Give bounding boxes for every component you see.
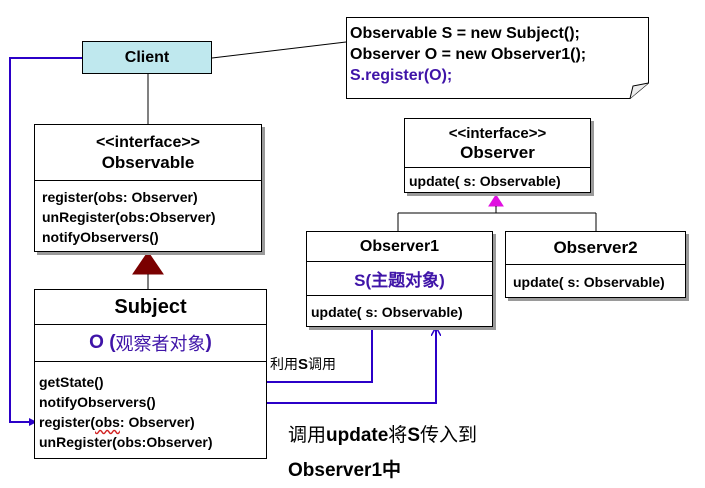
subject-methods-box: getState() notifyObservers() register(ob… — [34, 361, 267, 459]
subject-attribute-main: O ( — [89, 332, 116, 353]
client-box: Client — [82, 41, 212, 74]
call-annotation-s: S — [298, 356, 309, 373]
observer2-method: update( s: Observable) — [513, 274, 665, 290]
observable-method: notifyObservers() — [42, 229, 159, 245]
call-annotation-prefix: 利用 — [270, 357, 298, 373]
observer-name: Observer — [460, 143, 535, 162]
bottom-l1-d: S — [407, 425, 420, 446]
bottom-l2-a: Observer1 — [288, 460, 383, 481]
code-line-1: Observable S = new Subject(); — [350, 25, 580, 42]
bottom-l2-b: 中 — [382, 459, 402, 481]
code-line-2: Observer O = new Observer1(); — [350, 46, 587, 63]
client-label: Client — [124, 48, 170, 66]
bottom-l1-b: update — [326, 425, 389, 446]
client-register-arrow — [9, 57, 82, 426]
bottom-l1-c: 将 — [388, 424, 408, 446]
register-suffix: : Observer) — [119, 414, 195, 430]
call-annotation: 利用S调用 — [270, 356, 336, 374]
subject-method-register: register(obs: Observer) — [39, 412, 266, 432]
subject-method-unregister: unRegister(obs:Observer) — [39, 434, 213, 450]
notify-update-arrow — [188, 328, 436, 404]
observer1-name: Observer1 — [307, 232, 492, 262]
subject-attribute-end: ) — [205, 332, 212, 353]
observer2-name: Observer2 — [506, 232, 685, 265]
observable-method: unRegister(obs:Observer) — [42, 209, 216, 225]
observer1-method: update( s: Observable) — [311, 304, 463, 320]
subject-name: Subject — [114, 295, 187, 318]
observer-method: update( s: Observable) — [409, 173, 561, 189]
subject-inherit-arrow — [132, 251, 164, 275]
observer-stereotype: <<interface>> — [448, 125, 547, 142]
observer1-class-box: Observer1 S(主题对象) update( s: Observable) — [306, 231, 493, 327]
bottom-annotation-line-1: 调用update将S传入到 — [288, 418, 477, 453]
observer2-class-box: Observer2 update( s: Observable) — [505, 231, 686, 298]
observable-name: Observable — [101, 152, 195, 172]
call-annotation-suffix: 调用 — [308, 357, 337, 373]
observable-interface-box: <<interface>> Observable register(obs: O… — [34, 124, 262, 252]
observable-stereotype: <<interface>> — [95, 133, 201, 151]
observer1-attribute: S(主题对象) — [307, 262, 492, 296]
register-prefix: register( — [39, 414, 96, 430]
observable-method: register(obs: Observer) — [42, 189, 198, 205]
code-note: Observable S = new Subject(); Observer O… — [346, 17, 649, 99]
subject-attribute-box: O (观察者对象) — [34, 324, 267, 362]
bottom-l1-e: 传入到 — [420, 424, 478, 446]
code-line-3: S.register(O); — [350, 67, 453, 84]
note-callout-line — [211, 41, 347, 59]
observer-inherit-arrow — [488, 194, 504, 207]
bottom-annotation-line-2: Observer1中 — [288, 453, 477, 488]
bottom-l1-a: 调用 — [288, 424, 327, 446]
subject-method-notify: notifyObservers() — [39, 394, 156, 410]
subject-name-box: Subject — [34, 289, 267, 325]
observer-interface-box: <<interface>> Observer update( s: Observ… — [404, 118, 591, 193]
note-outline — [346, 17, 649, 99]
bottom-annotation: 调用update将S传入到 Observer1中 — [288, 418, 477, 488]
subject-method-getstate: getState() — [39, 374, 104, 390]
register-obs-word: obs — [95, 414, 120, 430]
subject-attribute-cn: 观察者对象 — [115, 334, 206, 355]
